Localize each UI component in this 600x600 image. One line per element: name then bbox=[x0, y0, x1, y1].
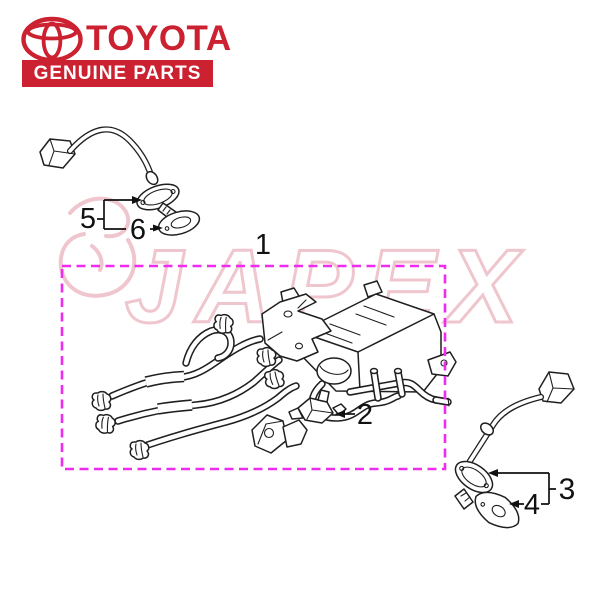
callout-5-label: 5 bbox=[80, 203, 96, 235]
gasket-rear-drawing bbox=[474, 491, 520, 529]
canister-assembly-drawing bbox=[261, 280, 457, 422]
assembly-dashed-box bbox=[60, 264, 447, 471]
oxygen-sensor-rear-drawing bbox=[454, 371, 575, 510]
pipe-assembly-drawing bbox=[346, 367, 452, 407]
callout-2-arrow: 2 bbox=[335, 399, 373, 431]
callout-1-label: 1 bbox=[255, 229, 271, 261]
genuine-parts-banner: GENUINE PARTS bbox=[22, 60, 213, 87]
callout-5-6-bracket: 5 6 bbox=[80, 196, 163, 246]
brand-wordmark: TOYOTA bbox=[86, 19, 232, 58]
callout-6-label: 6 bbox=[130, 214, 146, 246]
hose-clamp-icon bbox=[263, 367, 286, 391]
callout-3-label: 3 bbox=[559, 473, 576, 506]
callout-4-label: 4 bbox=[524, 489, 540, 521]
genuine-parts-banner-label: GENUINE PARTS bbox=[33, 62, 202, 84]
oxygen-sensor-front-drawing bbox=[39, 126, 180, 221]
hoses-drawing bbox=[108, 326, 300, 453]
callout-3-4-bracket: 3 4 bbox=[488, 469, 575, 521]
callout-2-label: 2 bbox=[357, 399, 373, 431]
hose-clamp-icon bbox=[91, 390, 112, 412]
hose-clamp-icon bbox=[129, 439, 150, 461]
hose-clamp-icon bbox=[93, 412, 118, 436]
bracket-valve-drawing bbox=[251, 414, 308, 454]
vsv-valve-drawing bbox=[288, 389, 347, 424]
